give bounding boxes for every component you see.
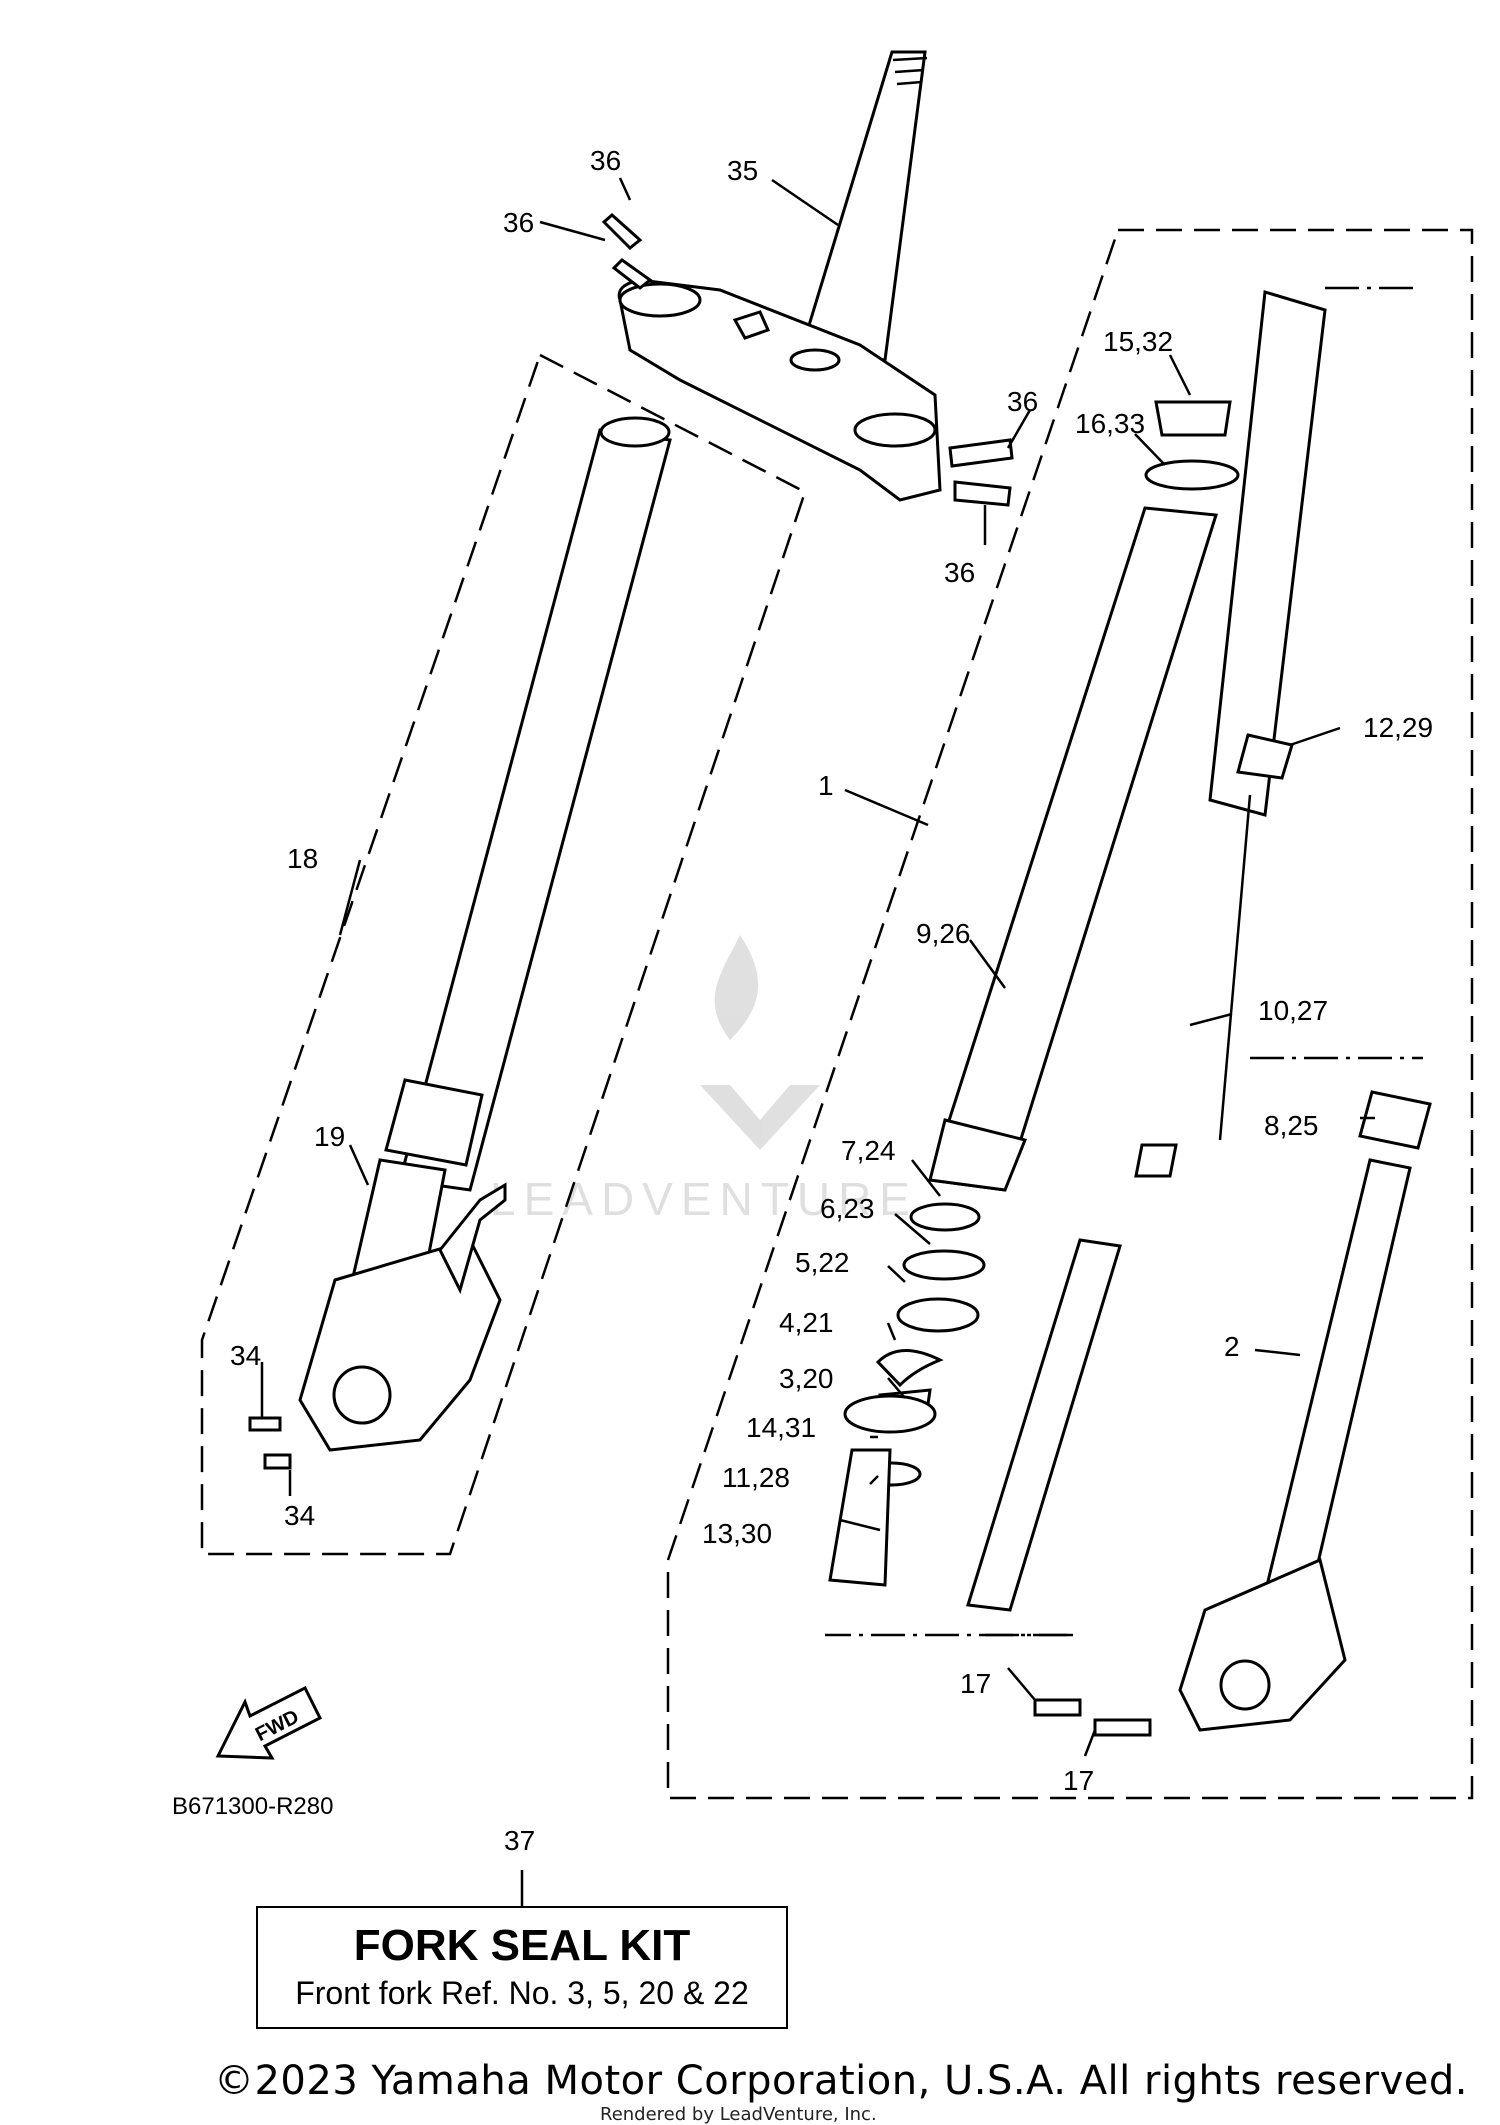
- callouts: 35 36 36 36 36 15,32 16,33 12,29 1 18 9,…: [230, 145, 1433, 1856]
- callout-18: 18: [287, 843, 318, 874]
- left-fork-group-outline: [200, 353, 807, 1556]
- callout-17-bottom: 17: [1063, 1765, 1094, 1796]
- left-fork-assembly: [248, 416, 672, 1470]
- inner-tube-bracket: [825, 286, 1419, 1637]
- under-bracket: [617, 278, 942, 502]
- callout-11-28: 11,28: [722, 1462, 790, 1493]
- callout-34-top: 34: [230, 1340, 261, 1371]
- callout-4-21: 4,21: [779, 1307, 834, 1338]
- fork-seal-kit-box: FORK SEAL KIT Front fork Ref. No. 3, 5, …: [256, 1906, 788, 2029]
- watermark-text: LEADVENTURE: [490, 1173, 918, 1225]
- callout-14-31: 14,31: [746, 1412, 816, 1443]
- callout-9-26: 9,26: [916, 918, 971, 949]
- kit-description: Front fork Ref. No. 3, 5, 20 & 22: [295, 1975, 749, 2011]
- leader-lines: [260, 177, 1375, 1906]
- steering-stem: [798, 50, 928, 362]
- diagram-code: B671300-R280: [172, 1793, 333, 1820]
- bolts-36: [601, 212, 1014, 507]
- callout-2: 2: [1224, 1331, 1240, 1362]
- callout-19: 19: [314, 1121, 345, 1152]
- right-fork-group-outline: [666, 228, 1474, 1800]
- leadventure-watermark: LEADVENTURE: [490, 935, 918, 1225]
- callout-1: 1: [818, 770, 834, 801]
- outer-tube-bracket: [984, 1056, 1423, 1637]
- kit-title: FORK SEAL KIT: [353, 1921, 691, 1970]
- callout-36-left: 36: [503, 207, 534, 238]
- callout-16-33: 16,33: [1075, 408, 1145, 439]
- copyright-notice: ©2023 Yamaha Motor Corporation, U.S.A. A…: [213, 2058, 1468, 2104]
- callout-34-bottom: 34: [284, 1500, 315, 1531]
- callout-10-27: 10,27: [1258, 995, 1328, 1026]
- fwd-arrow-icon: FWD: [215, 1685, 323, 1760]
- callout-36-right-bottom: 36: [944, 557, 975, 588]
- callout-7-24: 7,24: [841, 1135, 896, 1166]
- callout-17-top: 17: [960, 1668, 991, 1699]
- callout-8-25: 8,25: [1264, 1110, 1319, 1141]
- callout-36-right-top: 36: [1007, 386, 1038, 417]
- callout-37: 37: [504, 1825, 535, 1856]
- rendered-by-notice: Rendered by LeadVenture, Inc.: [600, 2104, 877, 2125]
- callout-6-23: 6,23: [820, 1193, 875, 1224]
- callout-5-22: 5,22: [795, 1247, 850, 1278]
- callout-15-32: 15,32: [1103, 326, 1173, 357]
- callout-3-20: 3,20: [779, 1363, 834, 1394]
- callout-12-29: 12,29: [1363, 712, 1433, 743]
- inner-parts: [828, 290, 1432, 1737]
- callout-36-top: 36: [590, 145, 621, 176]
- callout-13-30: 13,30: [702, 1518, 772, 1549]
- callout-35: 35: [727, 155, 758, 186]
